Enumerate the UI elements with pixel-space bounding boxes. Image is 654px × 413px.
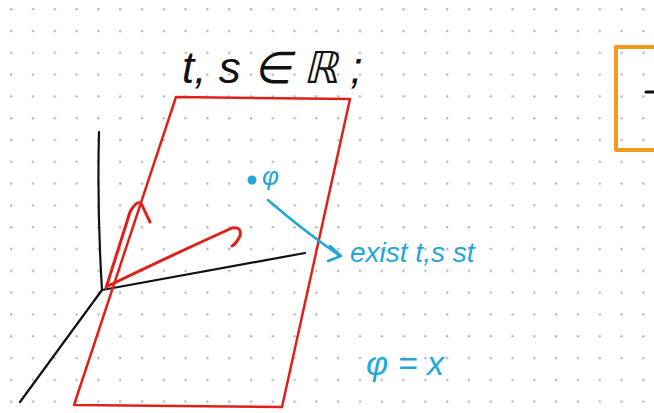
- point-label: φ: [262, 163, 279, 189]
- axes: [20, 132, 305, 402]
- plane: [74, 97, 350, 407]
- point: [248, 176, 257, 185]
- vectors: [106, 203, 240, 288]
- leader-line: [268, 200, 341, 261]
- note: exist t,s st: [350, 239, 474, 267]
- equation: φ = x: [366, 346, 444, 380]
- cut-stroke: [646, 91, 654, 94]
- math-statement: t, s ∈ ℝ ;: [182, 46, 363, 90]
- bracket: [616, 47, 654, 150]
